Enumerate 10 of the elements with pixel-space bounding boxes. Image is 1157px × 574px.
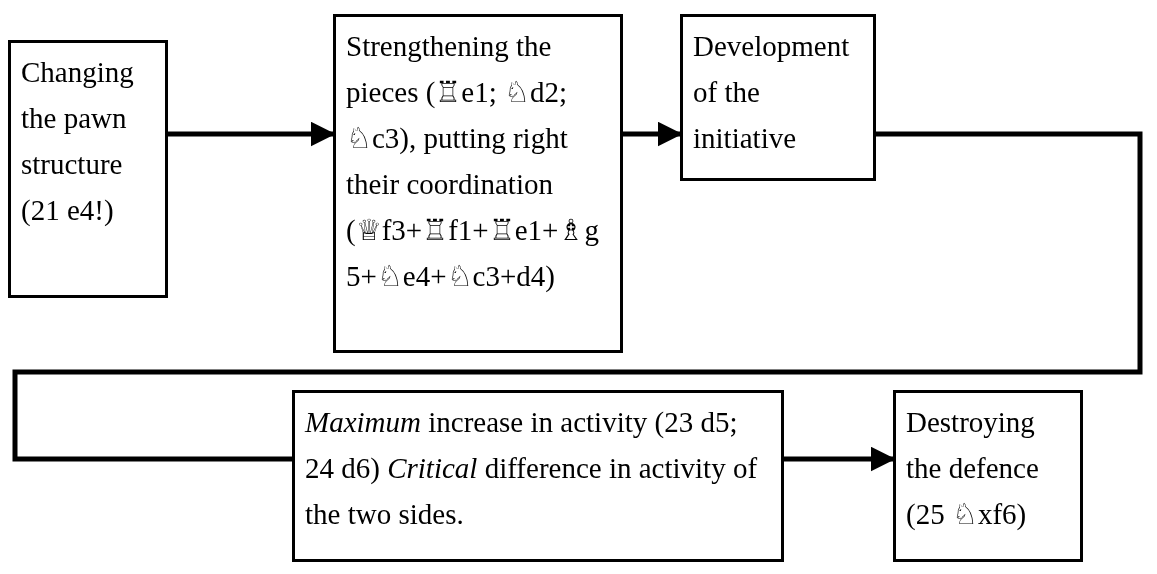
process-box xyxy=(893,390,1083,562)
box-text: Strengthening the pieces (♖e1; ♘d2; ♘c3), putting right their coordination (♕f3+♖f1+♖e1+♗g5+♘e4+♘c3+d4) xyxy=(346,29,600,294)
box-text: Changing the pawn structure (21 e4!) xyxy=(21,55,135,228)
box-text: Maximum increase in activity (23 d5; 24 d6) Critical difference in activity of the two sides. xyxy=(305,405,759,532)
process-box xyxy=(333,14,623,353)
box-text: Destroying the defence (25 ♘xf6) xyxy=(906,405,1040,532)
box-text: Development of the initiative xyxy=(693,29,851,156)
process-box xyxy=(292,390,784,562)
process-box xyxy=(8,40,168,298)
process-box xyxy=(680,14,876,181)
